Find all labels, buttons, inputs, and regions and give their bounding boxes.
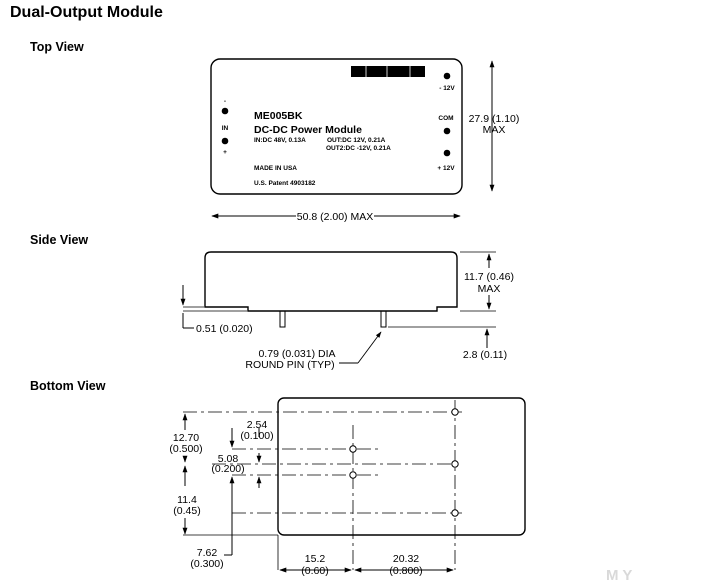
dim-height-max: MAX: [483, 124, 506, 136]
dim-thickness-max: MAX: [478, 283, 501, 295]
module-name: DC-DC Power Module: [254, 124, 362, 136]
dim-254-value: 2.54: [247, 419, 268, 431]
module-model: ME005BK: [254, 110, 303, 122]
pin-in-minus: [221, 107, 229, 115]
section-bottom-view: Bottom View: [30, 379, 106, 393]
bottom-pin-neg12v: [451, 408, 459, 416]
dim-508-value: 5.08: [218, 453, 239, 465]
dim-114-value: 11.4: [177, 494, 197, 506]
dim-152-inch: (0.60): [301, 565, 328, 577]
pin-com: [443, 127, 451, 135]
dim-pin-dia-type: ROUND PIN (TYP): [245, 359, 334, 371]
dim-762-value: 7.62: [197, 547, 218, 559]
watermark-mark: M Y: [606, 567, 632, 584]
dim-height-value: 27.9 (1.10): [469, 113, 520, 125]
top-view: - IN + - 12V COM + 12V ME005BK DC-DC Pow…: [210, 58, 520, 223]
section-top-view: Top View: [30, 40, 84, 54]
dim-1270-inch: (0.500): [169, 443, 202, 455]
module-outline: [210, 58, 463, 195]
dim-1270-value: 12.70: [173, 432, 199, 444]
module-made-in: MADE IN USA: [254, 165, 297, 172]
dim-508-inch: (0.200): [211, 463, 244, 475]
dim-2032-inch: (0.800): [389, 565, 422, 577]
bottom-pin-in-plus: [349, 471, 357, 479]
pin-minus-label: -: [224, 98, 226, 105]
pin-dia-leader: [357, 331, 382, 364]
module-side-outline: [204, 251, 458, 312]
dim-254-inch: (0.100): [240, 430, 273, 442]
side-pin-left: [279, 310, 286, 328]
section-side-view: Side View: [30, 233, 89, 247]
pin-pos12-label: + 12V: [437, 165, 455, 172]
label-black-strip: [351, 66, 425, 77]
pin-neg12-label: - 12V: [439, 85, 455, 92]
pin-pos12v: [443, 149, 451, 157]
pin-in-plus: [221, 137, 229, 145]
dim-pin-dia-value: 0.79 (0.031) DIA: [258, 348, 335, 360]
pin-plus-label: +: [223, 149, 227, 156]
dim-2032-value: 20.32: [393, 553, 419, 565]
module-input-rating: IN:DC 48V, 0.13A: [254, 137, 306, 144]
side-pin-right: [380, 310, 387, 328]
dim-762-inch: (0.300): [190, 558, 223, 570]
bottom-pin-com: [451, 460, 459, 468]
side-view: 11.7 (0.46) MAX 0.51 (0.020) 2.8 (0.11) …: [180, 251, 514, 371]
pin-neg12v: [443, 72, 451, 80]
module-patent: U.S. Patent 4903182: [254, 180, 316, 187]
bottom-pin-in-minus: [349, 445, 357, 453]
page-title: Dual-Output Module: [10, 4, 163, 21]
pin-in-label: IN: [222, 125, 229, 132]
dim-pin-length-value: 2.8 (0.11): [463, 349, 507, 361]
pin-com-label: COM: [438, 115, 453, 122]
dim-thickness-value: 11.7 (0.46): [464, 271, 514, 283]
dim-standoff-value: 0.51 (0.020): [196, 323, 253, 335]
bottom-pin-pos12v: [451, 509, 459, 517]
module-output2-rating: OUT2:DC -12V, 0.21A: [326, 145, 391, 152]
dim-width-value: 50.8 (2.00) MAX: [297, 211, 373, 223]
dim-114-inch: (0.45): [173, 505, 200, 517]
module-output1-rating: OUT:DC 12V, 0.21A: [327, 137, 386, 144]
bottom-view: 12.70 (0.500) 2.54 (0.100) 5.08 (0.200) …: [169, 397, 526, 577]
dim-152-value: 15.2: [305, 553, 326, 565]
module-bottom-outline: [277, 397, 526, 536]
